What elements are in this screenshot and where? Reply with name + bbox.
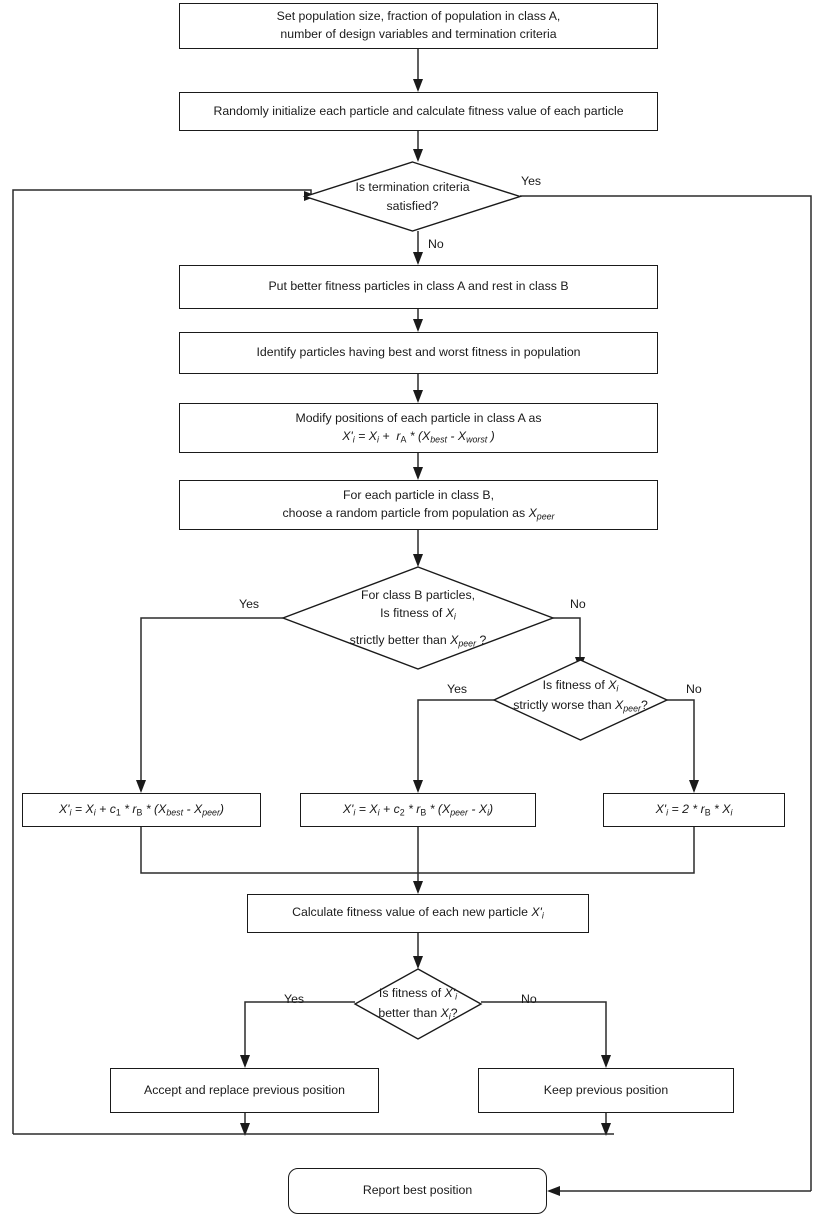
update-right-formula: X'i = 2 * rB * Xi xyxy=(655,801,733,818)
calculate-new-fitness-label: Calculate fitness value of each new part… xyxy=(292,905,544,921)
node-report-best-position[interactable]: Report best position xyxy=(288,1168,547,1214)
node-accept-replace-position[interactable]: Accept and replace previous position xyxy=(110,1068,379,1113)
arrowhead-classb-to-bettercheck xyxy=(413,554,423,567)
node-class-b-pick-peer[interactable]: For each particle in class B, choose a r… xyxy=(179,480,658,530)
arrowhead-accept-to-rail xyxy=(240,1123,250,1136)
label-worse-yes: Yes xyxy=(447,682,468,696)
node-keep-previous-position[interactable]: Keep previous position xyxy=(478,1068,734,1113)
node-initialize-particles[interactable]: Randomly initialize each particle and ca… xyxy=(179,92,658,131)
node-update-equation-right[interactable]: X'i = 2 * rB * Xi xyxy=(603,793,785,827)
arrowhead-modifya-to-classb xyxy=(413,467,423,480)
arrowhead-worsecheck-yes xyxy=(413,780,423,793)
worse-diamond-shape xyxy=(492,659,669,741)
accept-replace-label: Accept and replace previous position xyxy=(144,1082,345,1097)
update-middle-formula: X'i = Xi + c2 * rB * (Xpeer - Xi) xyxy=(342,801,494,818)
edge-termcheck-yes xyxy=(520,195,812,1191)
node-calculate-new-fitness[interactable]: Calculate fitness value of each new part… xyxy=(247,894,589,933)
modify-class-a-line1: Modify positions of each particle in cla… xyxy=(295,410,542,425)
arrowhead-bettercheck-yes xyxy=(136,780,146,793)
label-improve-no: No xyxy=(521,992,537,1006)
set-parameters-line1: Set population size, fraction of populat… xyxy=(276,9,561,24)
modify-class-a-formula: X'i = Xi + rA * (Xbest - Xworst ) xyxy=(342,428,495,445)
arrowhead-merge-to-calcnew xyxy=(413,881,423,894)
better-diamond-shape xyxy=(281,566,555,670)
decision-termination-criteria[interactable]: Is termination criteria satisfied? xyxy=(302,161,523,232)
set-parameters-line2: number of design variables and terminati… xyxy=(280,27,557,41)
edge-improvecheck-no xyxy=(481,1001,607,1058)
node-identify-best-worst[interactable]: Identify particles having best and worst… xyxy=(179,332,658,374)
arrowhead-identify-to-modifya xyxy=(413,390,423,403)
label-termination-no: No xyxy=(428,237,444,251)
edge-bettercheck-yes xyxy=(140,617,283,782)
report-best-label: Report best position xyxy=(362,1183,473,1198)
node-classify-particles[interactable]: Put better fitness particles in class A … xyxy=(179,265,658,309)
edge-bettercheck-no xyxy=(553,617,581,660)
node-set-parameters[interactable]: Set population size, fraction of populat… xyxy=(179,3,658,49)
arrowhead-rail-to-report xyxy=(547,1186,560,1196)
label-worse-no: No xyxy=(686,682,702,696)
arrowhead-improvecheck-yes xyxy=(240,1055,250,1068)
arrowhead-init-to-termcheck xyxy=(413,149,423,162)
termination-diamond-shape xyxy=(302,161,523,232)
arrowhead-worsecheck-no xyxy=(689,780,699,793)
class-b-peer-line1: For each particle in class B, xyxy=(342,487,495,502)
label-better-yes: Yes xyxy=(239,597,260,611)
arrowhead-keep-to-rail xyxy=(601,1123,611,1136)
arrowhead-termcheck-no xyxy=(413,252,423,265)
node-update-equation-left[interactable]: X'i = Xi + c1 * rB * (Xbest - Xpeer) xyxy=(22,793,261,827)
decision-is-new-better[interactable]: Is fitness of X'i better than Xi? xyxy=(353,968,483,1040)
arrowhead-start-to-init xyxy=(413,79,423,92)
class-b-peer-line2: choose a random particle from population… xyxy=(282,505,555,522)
keep-previous-label: Keep previous position xyxy=(543,1082,669,1097)
arrowhead-classify-to-identify xyxy=(413,319,423,332)
arrowhead-calcnew-to-improvecheck xyxy=(413,956,423,969)
node-modify-class-a[interactable]: Modify positions of each particle in cla… xyxy=(179,403,658,453)
decision-is-worse-than-peer[interactable]: Is fitness of Xi strictly worse than Xpe… xyxy=(492,659,669,741)
identify-best-worst-label: Identify particles having best and worst… xyxy=(256,345,581,360)
initialize-particles-label: Randomly initialize each particle and ca… xyxy=(213,103,624,118)
node-update-equation-middle[interactable]: X'i = Xi + c2 * rB * (Xpeer - Xi) xyxy=(300,793,536,827)
classify-particles-label: Put better fitness particles in class A … xyxy=(268,279,569,294)
edge-worsecheck-yes xyxy=(417,699,494,782)
edge-improvecheck-yes xyxy=(244,1001,355,1058)
arrowhead-improvecheck-no xyxy=(601,1055,611,1068)
label-better-no: No xyxy=(570,597,586,611)
update-left-formula: X'i = Xi + c1 * rB * (Xbest - Xpeer) xyxy=(58,801,225,818)
decision-is-better-than-peer[interactable]: For class B particles, Is fitness of Xi … xyxy=(281,566,555,670)
improve-diamond-shape xyxy=(353,968,483,1040)
edge-worsecheck-no xyxy=(667,699,695,782)
label-improve-yes: Yes xyxy=(284,992,305,1006)
label-termination-yes: Yes xyxy=(521,174,542,188)
